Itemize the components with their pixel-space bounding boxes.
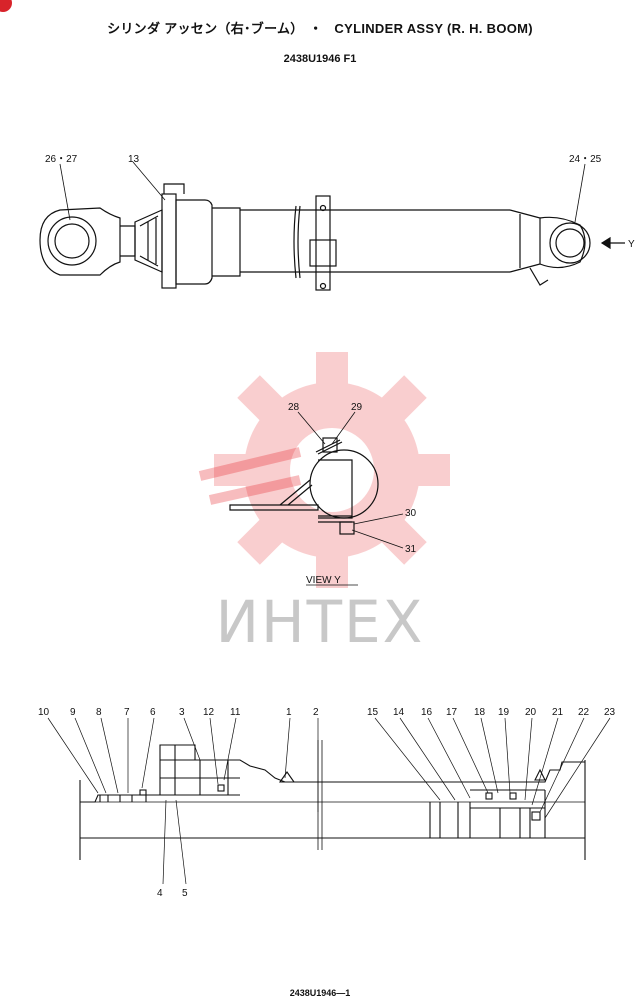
callout-16: 16 xyxy=(421,707,433,718)
callout-24-25: 24・25 xyxy=(569,154,602,165)
callout-21: 21 xyxy=(552,707,564,718)
callout-4: 4 xyxy=(157,888,163,899)
callout-6: 6 xyxy=(150,707,156,718)
watermark-text: ИНТЕХ xyxy=(215,588,425,656)
arrow-label-y: Y xyxy=(628,239,635,250)
gear-icon xyxy=(214,352,450,588)
callout-20: 20 xyxy=(525,707,537,718)
callout-26-27: 26・27 xyxy=(45,154,78,165)
corner-badge-icon xyxy=(0,0,12,12)
callout-18: 18 xyxy=(474,707,486,718)
callout-9: 9 xyxy=(70,707,76,718)
callout-5: 5 xyxy=(182,888,188,899)
callout-17: 17 xyxy=(446,707,458,718)
view-y-caption: VIEW Y xyxy=(306,575,341,586)
callout-19: 19 xyxy=(498,707,510,718)
callout-14: 14 xyxy=(393,707,405,718)
callout-15: 15 xyxy=(367,707,379,718)
rod-eye xyxy=(39,207,121,276)
drawing-page-reference: 2438U1946—1 xyxy=(289,988,351,998)
title-japanese: シリンダ アッセン（右･ブーム） xyxy=(107,21,298,36)
drawing-title: シリンダ アッセン（右･ブーム） ・ CYLINDER ASSY (R. H. BO… xyxy=(0,18,640,37)
callout-1: 1 xyxy=(286,707,292,718)
callout-31: 31 xyxy=(405,544,417,555)
callout-23: 23 xyxy=(604,707,616,718)
title-english: CYLINDER ASSY (R. H. BOOM) xyxy=(334,21,533,36)
drawing-part-number: 2438U1946 F1 xyxy=(283,53,357,65)
callout-28: 28 xyxy=(288,402,300,413)
callout-11: 11 xyxy=(230,707,241,718)
callout-10: 10 xyxy=(38,707,50,718)
callout-30: 30 xyxy=(405,508,417,519)
callout-29: 29 xyxy=(351,402,363,413)
callout-7: 7 xyxy=(124,707,130,718)
callout-2: 2 xyxy=(313,707,319,718)
title-separator: ・ xyxy=(309,21,323,36)
callout-13: 13 xyxy=(128,154,140,165)
callout-12: 12 xyxy=(203,707,215,718)
callout-8: 8 xyxy=(96,707,102,718)
callout-3: 3 xyxy=(179,707,185,718)
callout-22: 22 xyxy=(578,707,590,718)
